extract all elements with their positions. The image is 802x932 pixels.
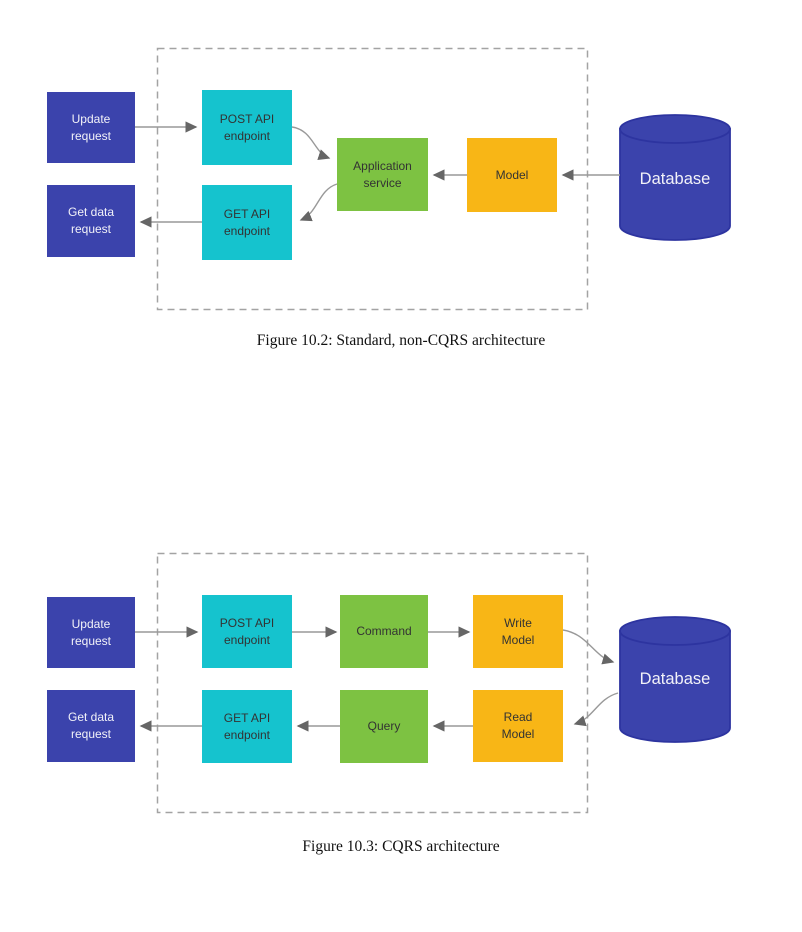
fig1-post-api-endpoint-box: POST API endpoint (202, 90, 292, 165)
fig2-command-box: Command (340, 595, 428, 668)
fig1-update-request-box: Update request (47, 92, 135, 163)
fig1-get-data-request-box: Get data request (47, 185, 135, 257)
fig2-query-box: Query (340, 690, 428, 763)
fig2-update-request-box: Update request (47, 597, 135, 668)
fig2-write-model-box: Write Model (473, 595, 563, 668)
fig2-edge-writemodel-to-database (562, 629, 615, 665)
fig1-edge-post-to-appservice (291, 126, 331, 160)
fig1-get-api-endpoint-box: GET API endpoint (202, 185, 292, 260)
fig1-caption: Figure 10.2: Standard, non-CQRS architec… (256, 332, 546, 349)
fig2-database-cylinder (619, 616, 731, 743)
fig1-database-label: Database (639, 169, 711, 188)
fig2-get-api-endpoint-box: GET API endpoint (202, 690, 292, 763)
fig2-caption: Figure 10.3: CQRS architecture (302, 838, 500, 855)
fig2-post-api-endpoint-box: POST API endpoint (202, 595, 292, 668)
fig2-edge-database-to-readmodel (573, 692, 619, 727)
fig1-edge-appservice-to-get (299, 183, 338, 222)
fig2-read-model-box: Read Model (473, 690, 563, 762)
fig2-database-label: Database (639, 670, 711, 688)
fig1-database-cylinder (619, 114, 731, 241)
fig1-application-service-box: Application service (337, 138, 428, 211)
fig1-dashed-boundary (156, 47, 589, 311)
fig2-get-data-request-box: Get data request (47, 690, 135, 762)
fig2-dashed-boundary (156, 552, 589, 814)
fig1-model-box: Model (467, 138, 557, 212)
